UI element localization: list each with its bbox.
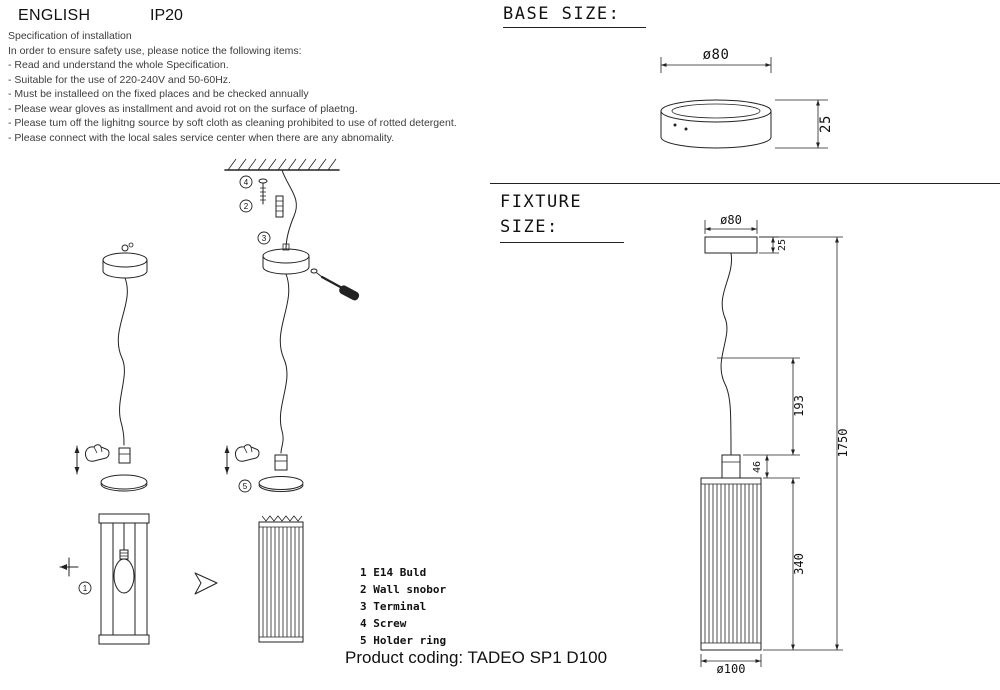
hand-icon: [234, 444, 260, 462]
part-item: 2 Wall snobor: [360, 583, 447, 596]
svg-text:5: 5: [243, 482, 248, 491]
svg-text:46: 46: [752, 461, 763, 473]
language-label: ENGLISH: [18, 7, 91, 24]
product-coding: Product coding: TADEO SP1 D100: [345, 648, 608, 667]
dim-canopy-diameter: ø80: [704, 213, 758, 234]
svg-text:ø80: ø80: [703, 47, 730, 63]
dim-base-height: 25: [775, 99, 834, 149]
dim-base-diameter: ø80: [660, 47, 772, 73]
part-item: 5 Holder ring: [360, 634, 447, 647]
adjust-plus-icon: [59, 557, 79, 577]
part-item: 3 Terminal: [360, 600, 427, 613]
callout-anchor: 2: [239, 199, 253, 213]
callout-holder-ring: 5: [238, 479, 252, 493]
fixture-size-drawing: ø80 25 193: [700, 213, 850, 676]
installation-diagram: 4 2 3: [59, 158, 360, 645]
svg-text:1: 1: [83, 584, 88, 593]
ceiling-cup-b: [262, 243, 310, 275]
dim-cord-segment: 193: [791, 358, 806, 455]
spec-line: - Suitable for the use of 220-240V and 5…: [8, 73, 231, 86]
svg-text:4: 4: [244, 178, 249, 187]
svg-text:3: 3: [262, 234, 267, 243]
spec-intro: In order to ensure safety use, please no…: [8, 44, 302, 57]
svg-text:ø80: ø80: [720, 213, 742, 227]
ip-rating-label: IP20: [150, 7, 183, 24]
base-size-drawing: ø80 25: [660, 47, 834, 149]
section-divider: [490, 183, 1000, 184]
spec-line: - Please connect with the local sales se…: [8, 131, 395, 144]
fixture-size-title: FIXTURE SIZE:: [500, 190, 624, 244]
ceiling: [224, 158, 340, 171]
dim-shade-height: 340: [791, 478, 806, 650]
dim-overall-height: 1750: [835, 237, 850, 650]
step-arrow: [194, 572, 218, 595]
part-item: 1 E14 Buld: [360, 566, 427, 579]
bulb: [113, 549, 135, 594]
cord-b: [279, 273, 290, 454]
pendant-cord: [720, 252, 733, 456]
svg-text:340: 340: [792, 553, 806, 575]
svg-text:193: 193: [792, 395, 806, 417]
part-item: 4 Screw: [360, 617, 407, 630]
spec-line: - Please tum off the lighitng source by …: [8, 117, 457, 129]
cage-shade: [98, 513, 150, 645]
wall-anchor: [275, 195, 284, 218]
svg-text:25: 25: [818, 115, 834, 133]
cord-connector-a: [118, 447, 131, 464]
hand-icon: [84, 444, 110, 462]
svg-text:ø100: ø100: [717, 662, 746, 676]
spec-line: - Please wear gloves as installment and …: [8, 102, 358, 115]
ceiling-cup-a: [102, 242, 148, 279]
screwdriver-icon: [310, 268, 360, 301]
screw: [258, 178, 268, 205]
spec-section: Specification of installation In order t…: [8, 29, 490, 145]
svg-text:2: 2: [244, 202, 249, 211]
dim-shade-diameter: ø100: [700, 654, 762, 676]
holder-ring-a: [100, 474, 148, 492]
holder-ring-b: [258, 476, 304, 492]
svg-text:25: 25: [777, 239, 788, 251]
dim-canopy-height: 25: [759, 236, 788, 254]
spec-title: Specification of installation: [8, 30, 132, 42]
neck: [721, 454, 741, 479]
spec-line: - Read and understand the whole Specific…: [8, 59, 229, 71]
cord-a: [117, 277, 128, 446]
canopy: [704, 236, 758, 254]
base-size-title: BASE SIZE:: [503, 4, 647, 28]
shade: [700, 477, 762, 651]
callout-terminal: 3: [257, 231, 271, 245]
cord-connector-b: [274, 454, 288, 471]
base-body: [660, 99, 772, 149]
cord-upper-b: [281, 169, 297, 250]
shade-thread: [261, 515, 303, 522]
svg-text:1750: 1750: [836, 429, 850, 458]
spec-line: - Must be installeed on the fixed places…: [8, 88, 309, 100]
callout-screw: 4: [239, 175, 253, 189]
callout-bulb: 1: [78, 581, 92, 595]
parts-list: 1 E14 Buld 2 Wall snobor 3 Terminal 4 Sc…: [360, 564, 446, 649]
shade-b: [258, 521, 304, 643]
dim-neck-height: 46: [752, 455, 769, 478]
